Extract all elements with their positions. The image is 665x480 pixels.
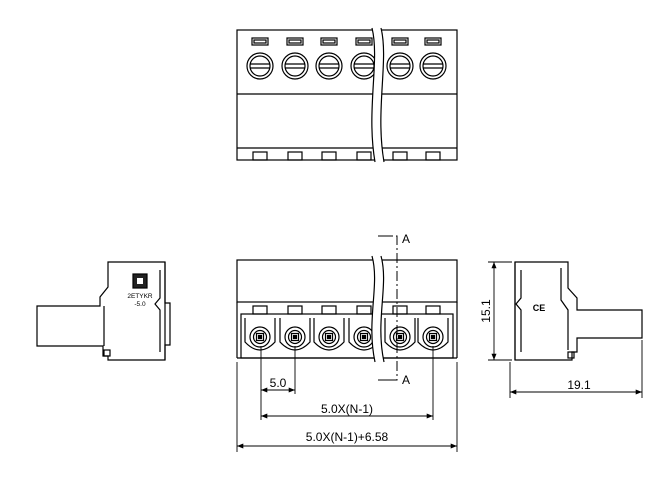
wire-slot-inner xyxy=(253,39,267,44)
pin-tab xyxy=(287,151,303,161)
section-line-a xyxy=(378,235,398,381)
wire-slot xyxy=(251,37,269,46)
socket-ring-inner xyxy=(392,329,408,345)
socket-housing xyxy=(384,318,416,351)
wire-slot xyxy=(355,37,373,46)
pin-tab xyxy=(425,305,441,315)
screw-head xyxy=(386,52,414,80)
socket-ring xyxy=(249,326,271,348)
right-side-view: CE xyxy=(514,261,643,361)
pitch-label: -5.0 xyxy=(134,301,146,308)
wire-slot-inner xyxy=(426,39,440,44)
model-label: 2ETYKR xyxy=(127,293,153,300)
section-marker-top: A xyxy=(402,232,410,246)
left-side-view: 2ETYKR -5.0 xyxy=(36,261,171,361)
ce-mark: CE xyxy=(533,303,546,313)
socket-housing xyxy=(313,318,345,351)
screw-head-inner xyxy=(389,55,411,77)
socket-ring-inner xyxy=(356,329,372,345)
wire-slot xyxy=(391,37,409,46)
pin-tab xyxy=(321,151,337,161)
socket-housing xyxy=(244,318,276,351)
dim-total-length: 5.0X(N-1)+6.58 xyxy=(306,430,389,444)
pin-tab xyxy=(287,305,303,315)
socket-contact xyxy=(255,332,265,342)
screw-head xyxy=(315,52,343,80)
pin-tab xyxy=(392,151,408,161)
socket-ring-inner xyxy=(321,329,337,345)
socket-contact xyxy=(290,332,300,342)
socket-contact-core xyxy=(361,334,367,340)
dim-pitch: 5.0 xyxy=(270,376,287,390)
socket-contact-core xyxy=(397,334,403,340)
screw-head-inner xyxy=(284,55,306,77)
pin-tab xyxy=(392,305,408,315)
dim-span: 5.0X(N-1) xyxy=(321,402,373,416)
wire-slot-inner xyxy=(393,39,407,44)
pin-tab xyxy=(356,151,372,161)
socket-contact-core xyxy=(430,334,436,340)
pin-tab xyxy=(321,305,337,315)
pin-tab xyxy=(252,305,268,315)
front-view xyxy=(236,255,458,363)
pin-tab xyxy=(252,151,268,161)
screw-head xyxy=(246,52,274,80)
wire-slot xyxy=(424,37,442,46)
screw-head-inner xyxy=(422,55,444,77)
section-marker-bottom: A xyxy=(402,373,410,387)
pin-tab xyxy=(425,151,441,161)
top-view xyxy=(236,27,458,163)
socket-contact xyxy=(324,332,334,342)
wire-slot xyxy=(320,37,338,46)
screw-head xyxy=(281,52,309,80)
socket-ring-inner xyxy=(425,329,441,345)
socket-ring-inner xyxy=(252,329,268,345)
wire-slot-inner xyxy=(288,39,302,44)
socket-contact-core xyxy=(292,334,298,340)
socket-contact xyxy=(359,332,369,342)
wire-slot-inner xyxy=(322,39,336,44)
screw-head-inner xyxy=(249,55,271,77)
screw-head xyxy=(350,52,378,80)
socket-contact xyxy=(428,332,438,342)
socket-contact xyxy=(395,332,405,342)
screw-head-inner xyxy=(353,55,375,77)
dim-depth: 19.1 xyxy=(567,378,591,392)
pin-tab xyxy=(356,305,372,315)
screw-head-inner xyxy=(318,55,340,77)
dim-height: 15.1 xyxy=(479,299,493,323)
socket-contact-core xyxy=(326,334,332,340)
socket-ring xyxy=(318,326,340,348)
wire-slot-inner xyxy=(357,39,371,44)
dimension-lines xyxy=(236,261,643,452)
socket-contact-core xyxy=(257,334,263,340)
socket-ring xyxy=(389,326,411,348)
screw-head xyxy=(419,52,447,80)
wire-slot xyxy=(286,37,304,46)
socket-ring-inner xyxy=(287,329,303,345)
